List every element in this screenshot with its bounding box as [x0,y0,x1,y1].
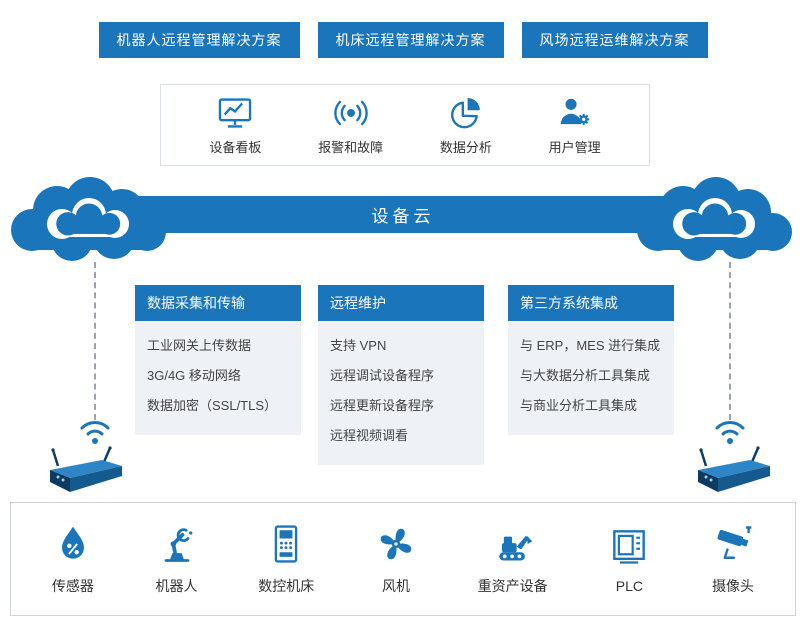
left-connection-line [94,262,96,420]
device-cloud-band: 设备云 [58,196,748,233]
device-heavy-equipment: 重资产设备 [478,522,548,596]
card-item: 工业网关上传数据 [147,338,252,353]
card-item: 远程调试设备程序 [330,368,435,383]
feature-label: 设备看板 [209,140,262,155]
banner-machine-tool-solution[interactable]: 机床远程管理解决方案 [317,22,504,58]
card-item: 与大数据分析工具集成 [520,368,651,383]
feature-label: 报警和故障 [318,140,384,155]
industrial-gateway-icon [50,446,122,492]
card-item: 与商业分析工具集成 [520,398,638,413]
banner-robot-solution[interactable]: 机器人远程管理解决方案 [98,22,300,58]
heavy-equipment-icon [498,535,532,561]
robot-arm-icon [164,528,192,562]
card-data-collection: 数据采集和传输 工业网关上传数据 3G/4G 移动网络 数据加密（SSL/TLS… [135,285,301,435]
card-third-party-integration: 第三方系统集成 与 ERP，MES 进行集成 与大数据分析工具集成 与商业分析工… [508,285,674,435]
card-item-list: 支持 VPN 远程调试设备程序 远程更新设备程序 远程视频调看 [318,321,484,465]
device-label: 机器人 [155,578,198,594]
card-item: 3G/4G 移动网络 [147,368,241,383]
feature-device-dashboard: 设备看板 [209,94,261,156]
card-title: 远程维护 [318,285,484,321]
card-item: 数据加密（SSL/TLS） [147,398,278,413]
feature-label: 数据分析 [439,140,492,155]
cnc-machine-icon [274,525,298,563]
card-item: 与 ERP，MES 进行集成 [520,338,661,353]
banner-wind-farm-solution[interactable]: 风场远程运维解决方案 [521,22,708,58]
device-plc: PLC [607,524,651,594]
card-title: 数据采集和传输 [135,285,301,321]
device-label: 摄像头 [712,578,755,594]
solution-banner-row: 机器人远程管理解决方案 机床远程管理解决方案 风场远程运维解决方案 [0,22,806,58]
card-item-list: 与 ERP，MES 进行集成 与大数据分析工具集成 与商业分析工具集成 [508,321,674,435]
alarm-signal-icon [333,100,368,126]
device-label: 风机 [381,578,410,594]
device-sensor: 传感器 [51,522,95,596]
device-cloud-label: 设备云 [371,207,435,226]
cloud-feature-box: 设备看板 报警和故障 数据分析 [160,84,650,166]
right-connection-line [729,262,731,420]
card-item: 远程更新设备程序 [330,398,435,413]
industrial-gateway-icon [698,446,770,492]
card-title: 第三方系统集成 [508,285,674,321]
pie-chart-icon [450,97,480,129]
cloud-right-icon [637,177,792,261]
device-camera: 摄像头 [711,522,755,596]
dashboard-monitor-icon [219,98,252,128]
feature-user-management: 用户管理 [549,94,601,156]
device-robot: 机器人 [155,522,199,596]
user-gear-icon [560,98,589,125]
feature-alarm-fault: 报警和故障 [318,94,383,156]
device-fan: 风机 [374,522,418,596]
device-cnc-machine: 数控机床 [258,522,314,596]
sensor-icon [61,526,84,559]
device-label: 数控机床 [258,578,315,594]
device-label: 重资产设备 [477,578,548,594]
card-item-list: 工业网关上传数据 3G/4G 移动网络 数据加密（SSL/TLS） [135,321,301,435]
wifi-signal-icon [715,421,745,444]
cloud-left-icon [11,177,166,261]
card-remote-maintenance: 远程维护 支持 VPN 远程调试设备程序 远程更新设备程序 远程视频调看 [318,285,484,465]
feature-label: 用户管理 [548,140,601,155]
card-item: 支持 VPN [330,338,387,353]
device-label: 传感器 [51,578,94,594]
plc-icon [613,530,646,564]
edge-device-box: 传感器 机器人 数控机床 [10,502,796,616]
fan-icon [380,528,412,560]
feature-data-analysis: 数据分析 [440,94,492,156]
wifi-signal-icon [80,421,110,444]
device-label: PLC [615,578,643,594]
card-item: 远程视频调看 [330,428,409,443]
camera-icon [717,526,752,559]
